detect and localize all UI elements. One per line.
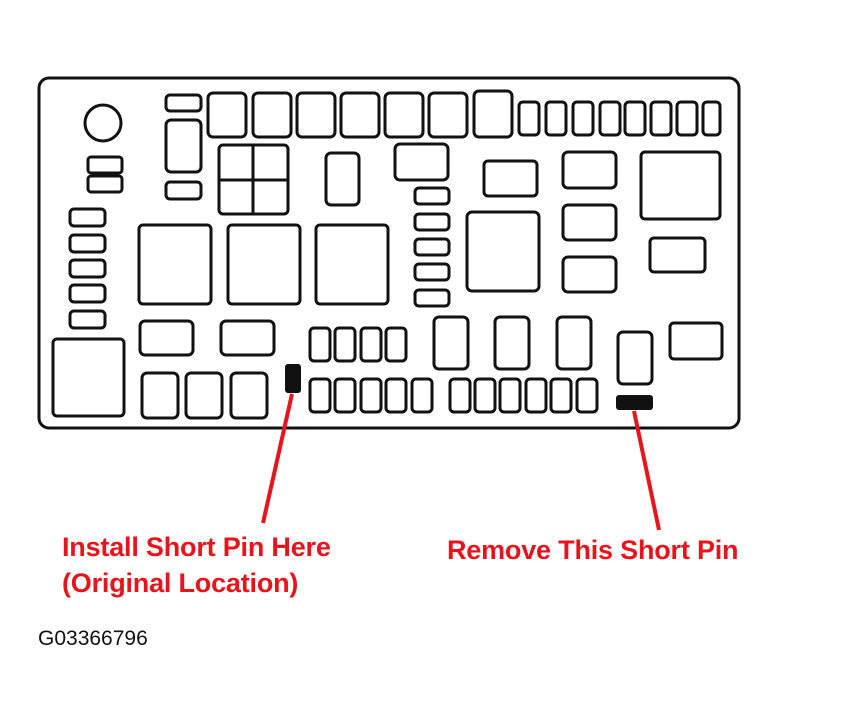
fuse-slot <box>498 377 522 414</box>
fuse-slot <box>448 377 472 414</box>
fuse-slot <box>668 321 724 361</box>
fuse-slot <box>384 326 408 363</box>
connector-socket <box>83 103 123 143</box>
fuse-slot <box>384 377 408 414</box>
relay-medium <box>561 150 618 190</box>
fuse-slot <box>432 315 470 371</box>
install-label-line-2: (Original Location) <box>62 568 299 598</box>
fuse-slot <box>339 91 381 139</box>
fuse-slot <box>219 319 276 357</box>
relay-medium <box>561 203 618 242</box>
install-leader-line <box>261 393 294 524</box>
fuse-slot <box>598 100 622 137</box>
fuse-slot <box>472 89 514 139</box>
fuse-slot <box>675 100 699 137</box>
fuse-slot <box>295 91 337 139</box>
fuse-slot <box>68 309 107 330</box>
figure-id: G03366796 <box>38 627 148 650</box>
fuse-slot <box>575 377 599 414</box>
remove-leader-line <box>632 410 661 531</box>
fuse-slot <box>383 91 425 139</box>
fuse-slot <box>251 91 293 139</box>
fuse-slot <box>229 371 269 420</box>
fuse-slot <box>206 91 248 139</box>
fuse-slot <box>623 100 647 137</box>
fuse-slot <box>616 330 654 386</box>
fuse-slot <box>524 377 548 414</box>
fuse-slot <box>701 100 722 137</box>
fuse-slot <box>413 288 451 308</box>
relay-large <box>314 223 390 306</box>
relay-large <box>137 223 213 306</box>
fuse-slot <box>393 142 450 182</box>
fuse-slot <box>68 283 107 304</box>
fuse-slot <box>164 93 203 113</box>
fuse-box-outline <box>37 76 741 430</box>
remove-short-pin-label: Remove This Short Pin <box>447 535 739 565</box>
fuse-slot <box>413 262 451 282</box>
fuse-slot <box>308 377 332 414</box>
fuse-slot <box>413 237 451 257</box>
relay-large <box>639 150 722 221</box>
fuse-slot <box>308 326 332 363</box>
relay-large <box>226 223 302 306</box>
fuse-slot <box>184 371 224 420</box>
fuse-slot <box>359 377 383 414</box>
fuse-slot <box>68 258 107 279</box>
fuse-slot <box>86 155 124 175</box>
fuse-slot <box>138 319 195 357</box>
fuse-slot <box>324 151 361 207</box>
fuse-slot <box>549 377 573 414</box>
relay-large <box>51 337 126 418</box>
fuse-slot <box>473 377 497 414</box>
fuse-slot <box>333 377 357 414</box>
fuse-slot <box>140 371 180 420</box>
fuse-slot <box>493 315 531 371</box>
fuse-slot <box>649 100 673 137</box>
fuse-slot <box>555 315 593 371</box>
fuse-slot <box>413 212 451 232</box>
fuse-slot <box>413 186 451 206</box>
fuse-slot <box>68 233 107 254</box>
fuse-slot <box>571 100 595 137</box>
relay-large <box>465 210 541 293</box>
fuse-slot <box>410 377 434 414</box>
fuse-slot <box>333 326 357 363</box>
short-pin-install-location <box>285 364 301 393</box>
install-label-line-1: Install Short Pin Here <box>62 532 331 562</box>
short-pin-current <box>616 395 653 410</box>
fuse-slot <box>164 118 203 174</box>
fuse-slot <box>164 180 203 201</box>
fuse-slot <box>544 100 568 137</box>
fuse-slot <box>427 91 469 139</box>
relay-medium <box>561 255 618 294</box>
fuse-slot <box>68 207 107 228</box>
fuse-slot <box>482 159 539 198</box>
fuse-slot <box>648 236 707 274</box>
fuse-slot <box>359 326 383 363</box>
fuse-slot <box>517 100 541 137</box>
fuse-slot <box>86 174 124 194</box>
install-short-pin-label: Install Short Pin Here (Original Locatio… <box>62 529 331 601</box>
